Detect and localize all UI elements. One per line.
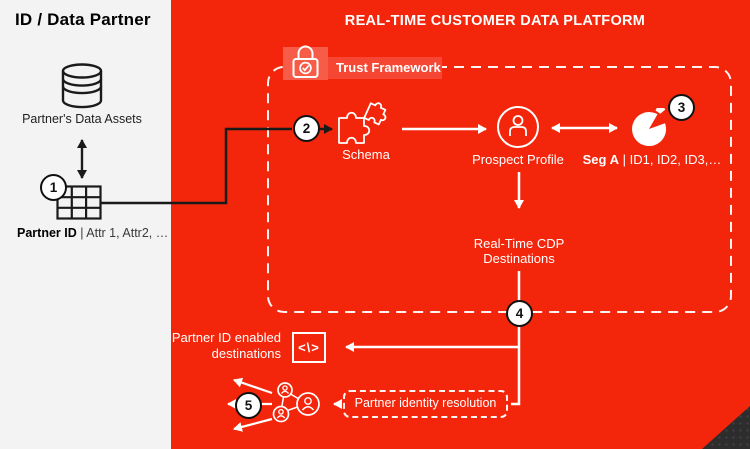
step-badge-2: 2 [293, 115, 320, 142]
trust-boundary-dashed-rect [267, 66, 732, 313]
prospect-profile-label: Prospect Profile [472, 152, 564, 167]
partner-id-caption-bold: Partner ID [17, 226, 77, 240]
table-to-step2-line [100, 127, 292, 205]
step-badge-5: 5 [235, 392, 262, 419]
schema-puzzle-icon [338, 102, 387, 144]
enabled-destinations-line1: Partner ID enabled [171, 330, 281, 345]
segment-pie-icon [632, 108, 667, 147]
fanout-arrow-down [233, 417, 273, 432]
destinations-label: Real-Time CDP Destinations [454, 236, 584, 266]
partner-id-caption-rest: | Attr 1, Attr2, … [76, 226, 169, 240]
code-destination-icon: <\> [292, 332, 326, 363]
step-badge-4: 4 [506, 300, 533, 327]
destinations-label-line2: Destinations [483, 251, 555, 266]
lock-check-icon [292, 45, 319, 78]
trust-framework-label: Trust Framework [328, 57, 442, 79]
partner-panel: ID / Data Partner Partner's Data Assets … [0, 0, 171, 449]
destinations-label-line1: Real-Time CDP [473, 236, 565, 251]
fanout-arrow-up [233, 377, 273, 395]
destinations-down-line [511, 271, 521, 406]
table-icon [56, 185, 102, 220]
step-badge-1: 1 [40, 174, 67, 201]
trust-framework-tile [283, 47, 328, 80]
data-assets-label: Partner's Data Assets [22, 112, 142, 126]
database-icon [61, 63, 103, 109]
segment-label: Seg A | ID1, ID2, ID3,… [578, 152, 726, 167]
segment-label-rest: | ID1, ID2, ID3,… [619, 152, 722, 167]
enabled-destinations-label: Partner ID enabled destinations [148, 330, 281, 361]
enabled-destinations-line2: destinations [211, 345, 281, 361]
segment-label-bold: Seg A [582, 152, 619, 167]
step-badge-3: 3 [668, 94, 695, 121]
identity-graph-icon [272, 382, 320, 423]
identity-resolution-box: Partner identity resolution [343, 390, 508, 418]
prospect-profile-icon [497, 106, 539, 148]
platform-title: REAL-TIME CUSTOMER DATA PLATFORM [344, 13, 646, 29]
panel-title: ID / Data Partner [15, 10, 151, 29]
schema-label: Schema [342, 147, 390, 162]
partner-id-caption: Partner ID | Attr 1, Attr2, … [17, 226, 168, 240]
